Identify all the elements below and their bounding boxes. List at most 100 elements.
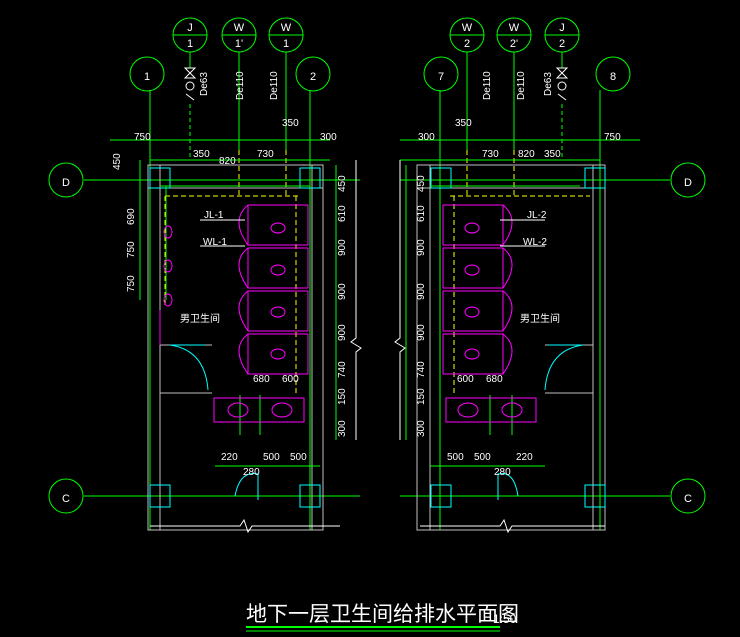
dim-500-left-b: 500	[290, 452, 307, 463]
columns	[149, 167, 606, 508]
dim-750-left-b: 750	[126, 275, 137, 292]
pipe-leaders	[189, 52, 563, 150]
dim-690-left: 690	[126, 208, 137, 225]
axis-label-c-left: C	[62, 493, 70, 505]
axis-label-7: 7	[438, 71, 444, 83]
axis-label-1: 1	[144, 71, 150, 83]
drawing-title: 地下一层卫生间给排水平面图 1:50	[246, 602, 519, 632]
pipe-size-de110-right-b: De110	[516, 71, 527, 100]
dim-730-right: 730	[482, 149, 499, 160]
pipe-size-de110-right-a: De110	[482, 71, 493, 100]
pipe-tag-w2p: W 2'	[496, 17, 532, 53]
riser-label-wl2: WL-2	[523, 237, 547, 248]
axis-grid-lines	[84, 90, 670, 530]
dim-900-left-c: 900	[337, 324, 348, 341]
pipe-tag-j2: J 2	[544, 17, 580, 53]
dim-300-right-v: 300	[416, 420, 427, 437]
dim-150-right: 150	[416, 388, 427, 405]
dim-220-right: 220	[516, 452, 533, 463]
dim-820-left: 820	[219, 156, 236, 167]
dims-left-vertical: 450 690 750 750 450 610 900 900 900 740 …	[112, 153, 348, 437]
pipe-drops	[189, 104, 563, 160]
pipe-tag-w2: W 2	[449, 17, 485, 53]
dim-450-left: 450	[337, 175, 348, 192]
title-text: 地下一层卫生间给排水平面图	[246, 602, 519, 626]
dim-750-right: 750	[604, 132, 621, 143]
pipe-size-de110-left-b: De110	[269, 71, 280, 100]
dims-bottom: 680 600 600 680 220 500 500 280 500 500 …	[221, 374, 533, 478]
pipe-tag-j1: J 1	[172, 17, 208, 53]
dim-900-left-a: 900	[337, 239, 348, 256]
dim-900-right-b: 900	[416, 283, 427, 300]
dim-900-right-c: 900	[416, 324, 427, 341]
dim-600-right: 600	[457, 374, 474, 385]
valve-icon	[183, 67, 569, 101]
dim-500-left-a: 500	[263, 452, 280, 463]
axis-bubble-d-left: D	[48, 162, 84, 198]
pipe-tag-w1-top: W	[281, 22, 292, 34]
dim-900-left-b: 900	[337, 283, 348, 300]
title-scale: 1:50	[493, 612, 517, 626]
dim-300-right: 300	[418, 132, 435, 143]
dim-150-left: 150	[337, 388, 348, 405]
pipe-tag-w1p-bottom: 1'	[235, 38, 243, 50]
pipe-tag-w1-bottom: 1	[283, 38, 289, 50]
axis-bubble-8: 8	[595, 56, 631, 92]
pipe-tag-w2-bottom: 2	[464, 38, 470, 50]
pipe-tag-j1-top: J	[187, 22, 193, 34]
dim-750-left-a: 750	[126, 241, 137, 258]
dim-280-right: 280	[494, 467, 511, 478]
dim-500-right-b: 500	[474, 452, 491, 463]
dim-680-right: 680	[486, 374, 503, 385]
pipe-size-de63-left: De63	[199, 72, 210, 96]
dim-600-left: 600	[282, 374, 299, 385]
dim-740-right: 740	[416, 361, 427, 378]
dim-820-right: 820	[518, 149, 535, 160]
room-label-right: 男卫生间	[520, 312, 560, 325]
pipe-tag-w2-top: W	[462, 22, 473, 34]
dim-900-right-a: 900	[416, 239, 427, 256]
riser-label-jl2: JL-2	[527, 210, 547, 221]
axis-bubble-d-right: D	[670, 162, 706, 198]
pipe-size-de63-right: De63	[543, 72, 554, 96]
dimension-lines	[110, 139, 640, 467]
axis-label-8: 8	[610, 71, 616, 83]
toilet-stalls-left	[159, 204, 309, 423]
axis-bubble-1: 1	[129, 56, 165, 92]
walls	[147, 164, 606, 531]
pipe-size-labels: De63 De110 De110 De110 De110 De63	[199, 71, 554, 100]
riser-labels: JL-1 WL-1 JL-2 WL-2 男卫生间 男卫生间	[180, 210, 560, 325]
axis-bubble-2: 2	[295, 56, 331, 92]
dim-220-left: 220	[221, 452, 238, 463]
drain-pipes	[164, 150, 590, 395]
pipe-tag-j2-top: J	[559, 22, 565, 34]
dim-680-left: 680	[253, 374, 270, 385]
dim-300-left-v: 300	[337, 420, 348, 437]
dim-350-right: 350	[544, 149, 561, 160]
dim-350-right-top: 350	[455, 118, 472, 129]
dims-left-top: 750 300 350 350 820 730	[134, 118, 337, 167]
supply-pipes	[160, 185, 580, 435]
pipe-tag-w1p-top: W	[234, 22, 245, 34]
pipe-tag-w1: W 1	[268, 17, 304, 53]
riser-label-jl1: JL-1	[204, 210, 224, 221]
dim-740-left: 740	[337, 361, 348, 378]
dim-300-left: 300	[320, 132, 337, 143]
dim-280-left: 280	[243, 467, 260, 478]
pipe-tag-w2p-bottom: 2'	[510, 38, 518, 50]
pipe-tag-w1p: W 1'	[221, 17, 257, 53]
dim-350-left-top: 350	[282, 118, 299, 129]
dim-500-right-a: 500	[447, 452, 464, 463]
axis-bubble-c-left: C	[48, 478, 84, 514]
pipe-tag-j2-bottom: 2	[559, 38, 565, 50]
pipe-tag-w2p-top: W	[509, 22, 520, 34]
dim-450-outer-left: 450	[112, 153, 123, 170]
dim-610-right: 610	[416, 205, 427, 222]
dims-right-top: 300 750 350 730 820 350	[418, 118, 621, 160]
axis-bubble-c-right: C	[670, 478, 706, 514]
doors	[169, 344, 584, 500]
axis-label-d-right: D	[684, 177, 692, 189]
room-label-left: 男卫生间	[180, 312, 220, 325]
axis-label-2: 2	[310, 71, 316, 83]
